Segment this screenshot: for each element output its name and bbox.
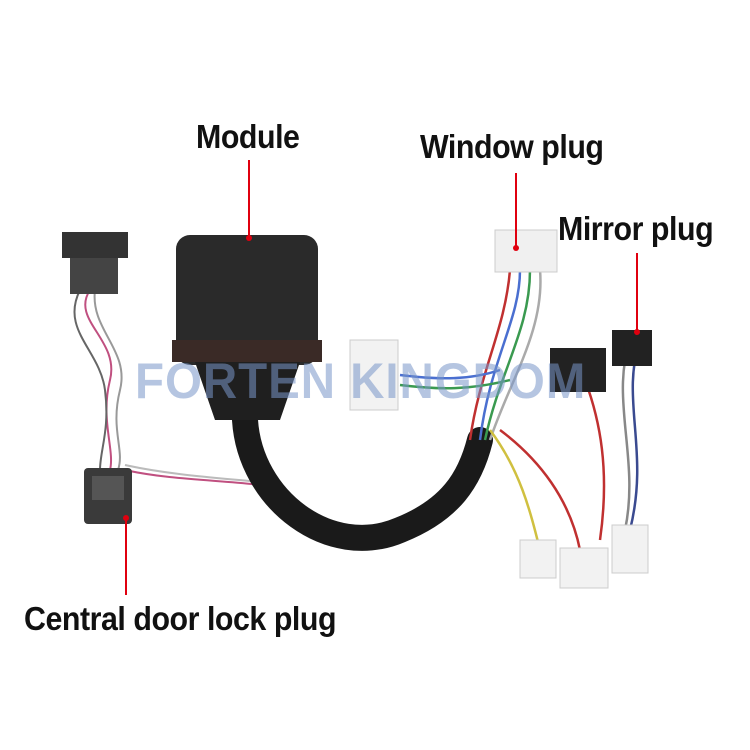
label-window-plug: Window plug <box>420 128 604 165</box>
relay-box <box>550 348 606 392</box>
mirror-plug-connector <box>612 330 652 366</box>
label-module: Module <box>196 118 300 155</box>
left-top-connector <box>62 232 128 258</box>
label-mirror-plug: Mirror plug <box>558 210 714 247</box>
pointer-lines <box>125 160 638 595</box>
watermark: FORTEN KINGDOM <box>135 353 587 409</box>
label-central-door-lock-plug: Central door lock plug <box>24 600 337 637</box>
side-connector <box>349 339 399 411</box>
braided-cable <box>232 407 493 551</box>
module-box <box>176 235 318 365</box>
window-plug-connector <box>494 229 558 273</box>
window-wires <box>399 269 642 551</box>
left-wires <box>73 289 261 486</box>
